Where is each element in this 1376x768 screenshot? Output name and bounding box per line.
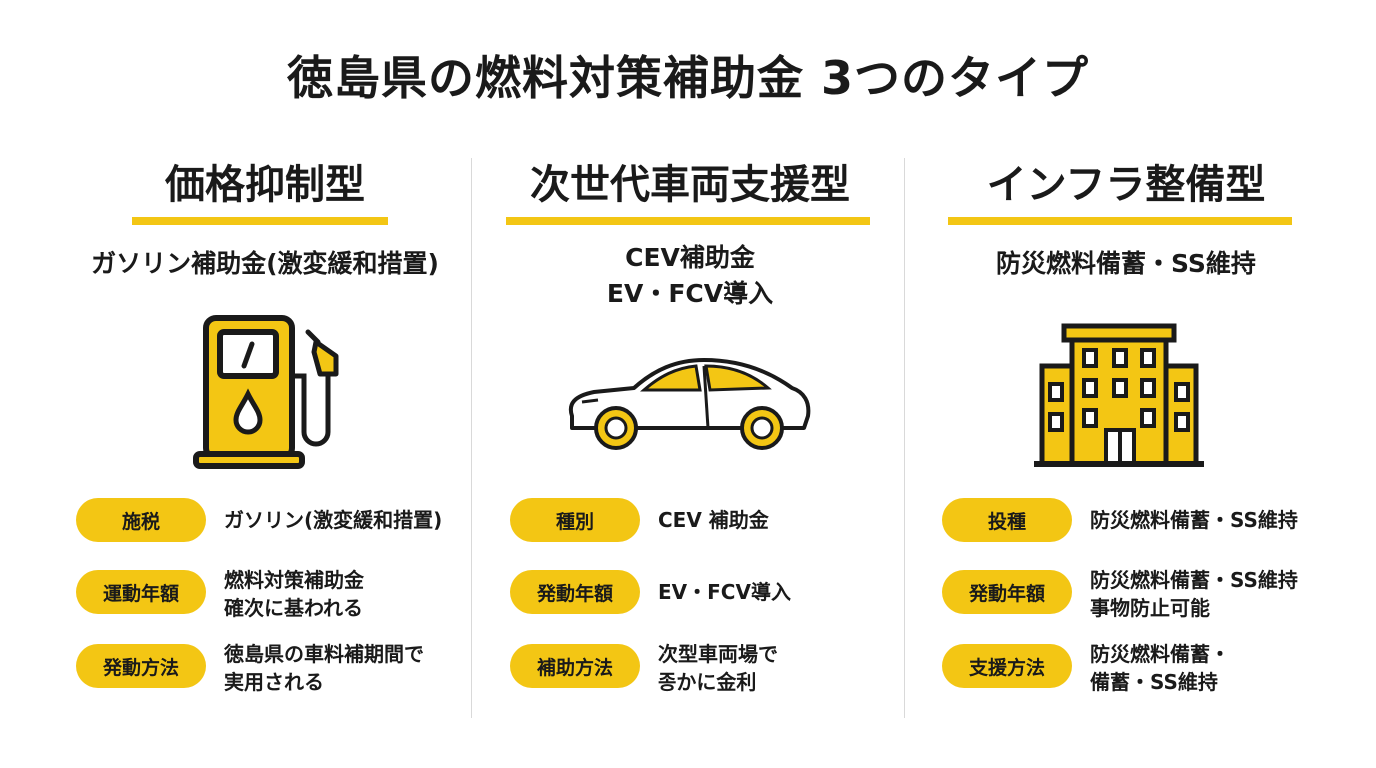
info-row: 投種 防災燃料備蓄・SS維持 — [942, 498, 1326, 548]
row-text: ガソリン(激変緩和措置) — [224, 508, 443, 532]
column-divider — [904, 158, 905, 718]
row-label-pill: 投種 — [942, 498, 1072, 542]
row-label-pill: 運動年額 — [76, 570, 206, 614]
car-icon — [564, 352, 814, 456]
row-label-pill: 発動年額 — [942, 570, 1072, 614]
column-subtitle: 防災燃料備蓄・SS維持 — [996, 249, 1256, 278]
row-label-pill: 支援方法 — [942, 644, 1072, 688]
row-text: 防災燃料備蓄・SS維持 — [1090, 508, 1298, 532]
info-row: 発動年額 防災燃料備蓄・SS維持 事物防止可能 — [942, 568, 1326, 620]
row-label-pill: 補助方法 — [510, 644, 640, 688]
column-heading: 価格抑制型 — [165, 162, 365, 208]
building-icon — [1034, 322, 1204, 474]
row-text: 次型車両場で 종かに金利 — [658, 642, 778, 694]
row-label-pill: 施税 — [76, 498, 206, 542]
info-row: 補助方法 次型車両場で 종かに金利 — [510, 642, 890, 694]
column-next-gen-vehicle: 次世代車両支援型 CEV補助金 EV・FCV導入 種別 CEV 補助金 発動年額… — [490, 0, 890, 768]
row-label-pill: 発動方法 — [76, 644, 206, 688]
column-infrastructure: インフラ整備型 防災燃料備蓄・SS維持 投種 防災燃料備蓄・SS維持 発動年額 … — [926, 0, 1326, 768]
page-title: 徳島県の燃料対策補助金 3つのタイプ — [286, 51, 1090, 105]
column-divider — [471, 158, 472, 718]
row-text: EV・FCV導入 — [658, 580, 791, 604]
row-label-pill: 種別 — [510, 498, 640, 542]
heading-underline — [506, 217, 870, 225]
row-text: 防災燃料備蓄・SS維持 事物防止可能 — [1090, 568, 1298, 620]
info-row: 施税 ガソリン(激変緩和措置) — [76, 498, 470, 548]
fuel-pump-icon — [190, 312, 350, 476]
row-text: 燃料対策補助金 確次に基われる — [224, 568, 364, 620]
column-subtitle: ガソリン補助金(激変緩和措置) — [91, 249, 439, 278]
column-heading: インフラ整備型 — [986, 162, 1266, 208]
info-row: 発動年額 EV・FCV導入 — [510, 570, 890, 620]
column-heading: 次世代車両支援型 — [530, 162, 850, 208]
info-row: 発動方法 徳島県の車料補期間で 実用される — [76, 642, 470, 694]
info-row: 種別 CEV 補助金 — [510, 498, 890, 548]
info-row: 運動年額 燃料対策補助金 確次に基われる — [76, 568, 470, 620]
row-label-pill: 発動年額 — [510, 570, 640, 614]
row-text: CEV 補助金 — [658, 508, 769, 532]
heading-underline — [132, 217, 388, 225]
info-row: 支援方法 防災燃料備蓄・ 備蓄・SS維持 — [942, 642, 1326, 694]
column-subtitle: CEV補助金 EV・FCV導入 — [606, 243, 774, 308]
row-text: 徳島県の車料補期間で 実用される — [224, 642, 424, 694]
column-price-control: 価格抑制型 ガソリン補助金(激変緩和措置) 施税 ガソリン(激変緩和措置) 運動… — [60, 0, 470, 768]
row-text: 防災燃料備蓄・ 備蓄・SS維持 — [1090, 642, 1230, 694]
heading-underline — [948, 217, 1292, 225]
